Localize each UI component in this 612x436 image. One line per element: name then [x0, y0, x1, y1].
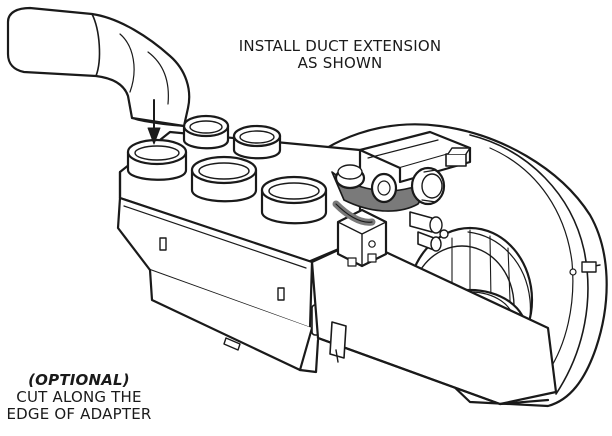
duct-extension-piece — [6, 6, 191, 128]
install-instruction-line-2: AS SHOWN — [297, 53, 383, 72]
optional-cut-instruction: (OPTIONAL) CUT ALONG THE EDGE OF ADAPTER — [0, 372, 214, 422]
duct-port-front-left — [126, 138, 188, 181]
optional-line-2: EDGE OF ADAPTER — [6, 404, 152, 423]
install-arrow — [147, 99, 161, 145]
duct-port-front-right — [260, 175, 328, 225]
right-cover-panel — [310, 238, 558, 406]
duct-port-back-left — [182, 114, 230, 150]
duct-ports — [126, 114, 328, 225]
drive-components — [331, 164, 449, 268]
duct-port-front-middle — [190, 155, 258, 203]
optional-line-1: CUT ALONG THE — [16, 387, 142, 406]
duct-port-back-right — [232, 124, 282, 160]
install-instruction-line-1: INSTALL DUCT EXTENSION — [238, 37, 442, 55]
optional-title: (OPTIONAL) — [28, 371, 130, 389]
install-instruction-label: INSTALL DUCT EXTENSION AS SHOWN — [210, 38, 470, 72]
